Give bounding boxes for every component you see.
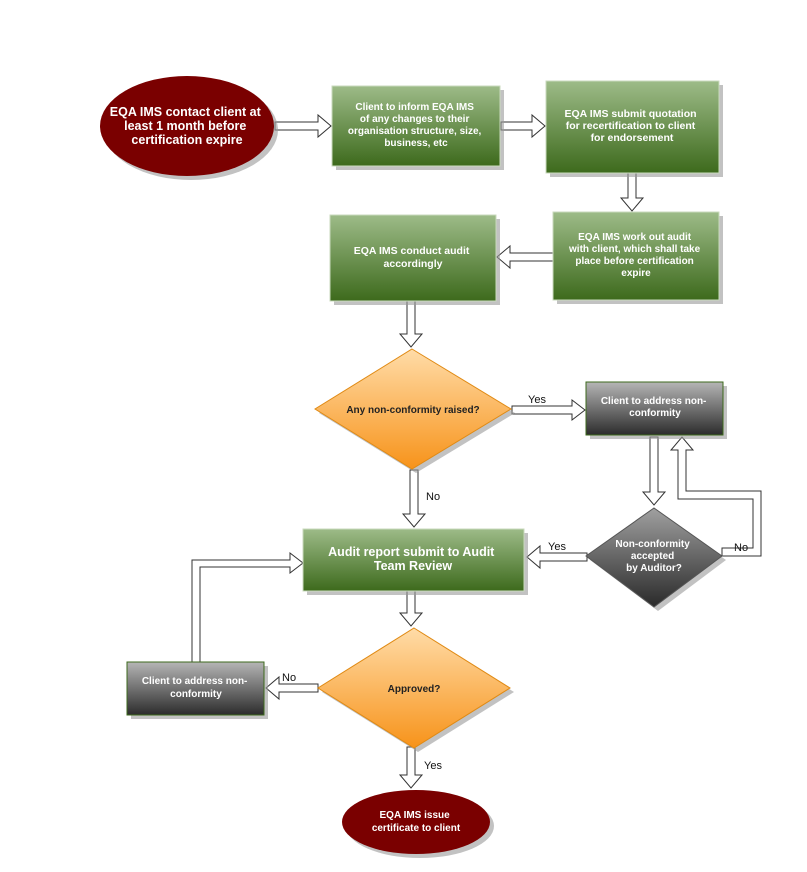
address-nc-right-line-2: conformity [629,408,681,419]
audit-report-line-1: Audit report submit to Audit [328,545,495,559]
arrow-quotation-to-workout [619,172,645,212]
svg-text:EQA IMS submit quotation: EQA IMS submit quotation for recertifica… [565,108,700,144]
start-ellipse-node: EQA IMS contact client at least 1 month … [100,76,278,180]
edge-labels: Yes No Yes No No Yes [282,394,748,772]
submit-quotation-line-1: EQA IMS submit quotation [565,108,697,120]
edge-label-ncraised-no: No [426,491,440,503]
inform-changes-line-1: Client to inform EQA IMS [355,102,474,113]
inform-changes-line-2: of any changes to their [360,114,470,125]
inform-changes-line-3: organisation structure, size, [348,126,482,137]
approved-diamond-node: Approved? [317,627,514,752]
svg-text:Non-conformity accepted: Non-conformity accepted by Auditor? [615,539,692,574]
address-nc-left-line-2: conformity [170,689,222,700]
nc-accepted-line-2: accepted [631,551,674,562]
edge-label-ncraised-yes: Yes [528,394,546,406]
edge-label-approved-yes: Yes [424,760,442,772]
work-out-audit-node: EQA IMS work out audit with client, whic… [552,211,723,304]
arrow-addressnc-to-accepted [641,436,667,506]
arrow-ncraised-no [401,469,427,528]
audit-report-line-2: Team Review [374,559,453,573]
work-out-audit-line-2: with client, which shall take [568,244,701,255]
arrow-inform-to-quotation [500,113,546,139]
start-ellipse-line-2: least 1 month before [124,119,246,133]
address-nc-left-line-1: Client to address non- [142,676,248,687]
svg-text:EQA IMS contact client at: EQA IMS contact client at least 1 month … [110,105,264,147]
conduct-audit-line-2: accordingly [384,258,443,270]
submit-quotation-line-3: for endorsement [591,132,674,144]
svg-text:Client to inform EQA IMS: Client to inform EQA IMS of any changes … [348,102,484,149]
svg-text:Client to address non- c: Client to address non- conformity [142,676,250,700]
edge-label-approved-no: No [282,672,296,684]
issue-certificate-line-2: certificate to client [372,823,461,834]
arrow-workout-to-conduct [496,244,554,270]
arrow-report-to-approved [398,590,424,627]
submit-quotation-node: EQA IMS submit quotation for recertifica… [545,80,723,177]
start-ellipse-line-3: certification expire [131,133,242,147]
submit-quotation-line-2: for recertification to client [566,120,696,132]
svg-text:EQA IMS work out audit w: EQA IMS work out audit with client, whic… [568,232,703,279]
nc-raised-diamond-node: Any non-conformity raised? [314,348,515,473]
inform-changes-node: Client to inform EQA IMS of any changes … [331,85,504,170]
arrow-conduct-to-ncraised [398,300,424,348]
arrow-accepted-no-loop [669,436,762,557]
svg-text:EQA IMS issue certificat: EQA IMS issue certificate to client [372,810,461,834]
arrow-approved-yes [398,746,424,789]
work-out-audit-line-4: expire [621,268,651,279]
start-ellipse-line-1: EQA IMS contact client at [110,105,262,119]
nc-raised-line-1: Any non-conformity raised? [346,405,479,416]
address-nc-right-node: Client to address non- conformity [585,381,727,439]
arrow-start-to-inform [274,113,332,139]
issue-certificate-line-1: EQA IMS issue [380,810,451,821]
arrow-addressnc-left-loop [191,551,304,663]
edge-label-accepted-yes: Yes [548,541,566,553]
nc-accepted-line-3: by Auditor? [626,563,682,574]
svg-text:Client to address non- c: Client to address non- conformity [601,396,709,419]
arrow-approved-no [265,675,319,701]
arrow-accepted-yes [526,544,588,570]
audit-report-node: Audit report submit to Audit Team Review [302,528,528,595]
svg-text:EQA IMS conduct audit ac: EQA IMS conduct audit accordingly [354,245,473,270]
work-out-audit-line-3: place before certification [575,256,693,267]
nc-accepted-diamond-node: Non-conformity accepted by Auditor? [585,507,726,611]
inform-changes-line-4: business, etc [384,138,448,149]
approved-line-1: Approved? [388,684,441,695]
address-nc-right-line-1: Client to address non- [601,396,707,407]
edge-label-accepted-no: No [734,542,748,554]
svg-text:Audit report submit to Audit: Audit report submit to Audit Team Review [328,545,498,573]
svg-text:Approved?: Approved? [388,684,441,695]
address-nc-left-node: Client to address non- conformity [126,661,268,719]
svg-text:Any non-conformity raised?: Any non-conformity raised? [346,405,479,416]
arrow-ncraised-yes [511,398,586,422]
conduct-audit-node: EQA IMS conduct audit accordingly [329,214,500,305]
nc-accepted-line-1: Non-conformity [615,539,690,550]
conduct-audit-line-1: EQA IMS conduct audit [354,245,470,257]
connectors [191,113,762,789]
work-out-audit-line-1: EQA IMS work out audit [578,232,692,243]
issue-certificate-ellipse-node: EQA IMS issue certificate to client [342,790,494,858]
